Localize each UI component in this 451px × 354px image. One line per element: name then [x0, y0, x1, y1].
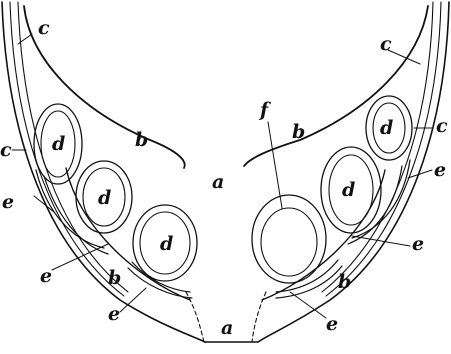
label-f: f — [258, 99, 271, 121]
label-d-right-1: d — [380, 117, 393, 139]
label-d-left-2: d — [98, 187, 111, 209]
label-c-upper-left: c — [38, 17, 50, 39]
left-outer-wall — [2, 2, 205, 342]
label-c-right: c — [436, 115, 448, 137]
label-e-right-1: e — [434, 159, 446, 181]
right-placenta — [262, 170, 385, 300]
label-d-left-1: d — [52, 133, 65, 155]
label-b-lower-right: b — [338, 271, 351, 293]
right-ovule-3-embryo-sac — [252, 195, 326, 283]
label-e-left-2: e — [40, 265, 52, 287]
right-funicle-4 — [276, 266, 342, 298]
label-b-upper-right: b — [292, 121, 305, 143]
label-c-upper-right: c — [380, 33, 392, 55]
label-d-right-2: d — [342, 179, 355, 201]
label-c-left: c — [0, 139, 12, 161]
label-e-left-3: e — [108, 303, 120, 325]
label-b-lower-left: b — [108, 267, 121, 289]
label-d-left-3: d — [160, 233, 173, 255]
label-b-upper-left: b — [135, 129, 148, 151]
label-a-upper: a — [212, 171, 224, 193]
label-a-lower: a — [221, 317, 233, 339]
label-e-right-3: e — [326, 313, 338, 335]
label-e-left-1: e — [2, 191, 14, 213]
label-e-right-2: e — [412, 233, 424, 255]
